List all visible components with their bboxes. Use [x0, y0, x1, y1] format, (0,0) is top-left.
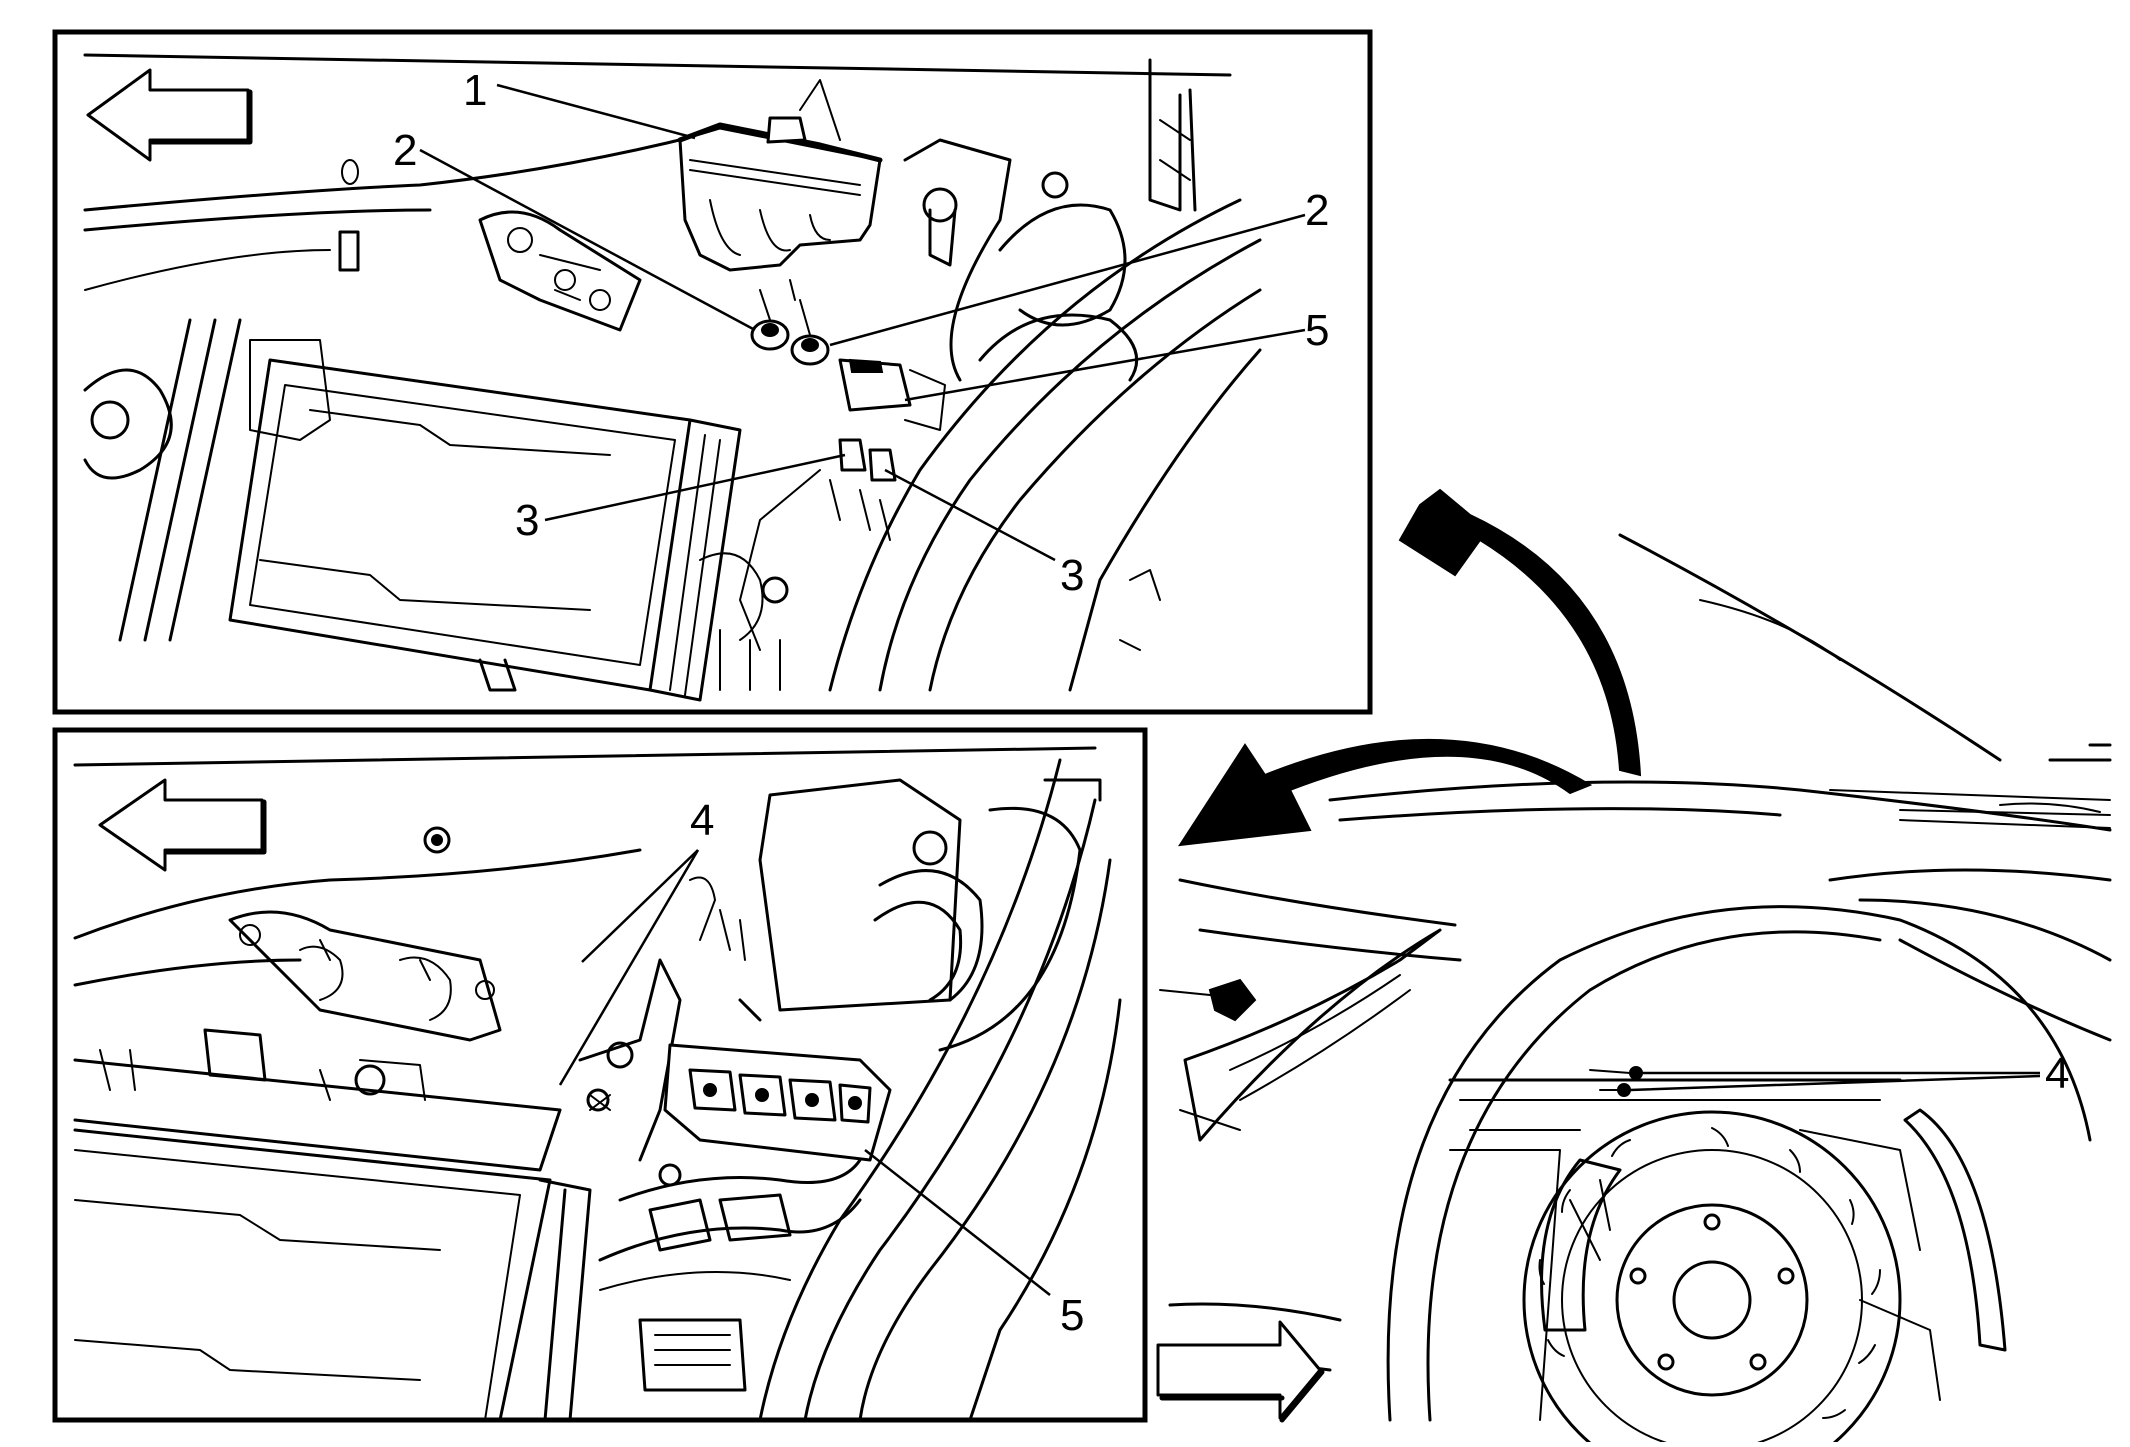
leader-top-3a [544, 453, 846, 522]
brake-rotor [1522, 1110, 1902, 1447]
brake-reservoir [998, 203, 1127, 327]
forward-direction-arrow-icon [1156, 1320, 1322, 1420]
wheel-arch [1386, 905, 2092, 1422]
fastener-icon [1208, 978, 1257, 1022]
fuse-relay-cluster [739, 279, 946, 651]
callout-2: 2 [393, 126, 417, 175]
leader-bottom-5 [864, 1149, 1051, 1296]
leader-top-1 [496, 83, 696, 140]
radiator-support [118, 318, 242, 642]
callout-4: 4 [2045, 1049, 2069, 1098]
hood-latch [228, 910, 502, 1042]
cowl-line [1328, 780, 2112, 832]
bottom-detail-panel: 4 5 [52, 727, 1148, 1423]
rotor-slots [1538, 1127, 1881, 1419]
forward-direction-arrow-icon [86, 68, 250, 162]
headlamp [1183, 928, 1442, 1142]
wheel-studs [1629, 1213, 1795, 1371]
top-detail-panel: 1 2 2 5 3 3 [52, 29, 1373, 715]
mounting-bracket [578, 958, 682, 1162]
forward-direction-arrow-icon [98, 778, 264, 872]
curved-zoom-arrow-icon [1178, 488, 1642, 847]
zoom-arrow-to-top-panel [1398, 488, 1642, 777]
callout-5: 5 [1060, 1291, 1084, 1340]
callout-3: 3 [515, 496, 539, 545]
leader-top-5 [904, 328, 1306, 402]
leader-top-2b [829, 213, 1306, 347]
splash-shield [1903, 1108, 2007, 1352]
callout-5: 5 [1305, 306, 1329, 355]
hood-line [1618, 533, 2002, 762]
fuse-block-cover [678, 126, 882, 272]
callout-3: 3 [1060, 551, 1084, 600]
zoom-arrow-to-bottom-panel [1178, 738, 1593, 847]
wheel-hub [1615, 1203, 1809, 1397]
callout-1: 1 [463, 66, 487, 115]
leader-top-3b [884, 468, 1056, 562]
harness-connector [638, 1318, 747, 1392]
fuse-block-base [663, 1043, 892, 1162]
callout-4: 4 [690, 796, 714, 845]
electrical-center [758, 778, 962, 1012]
leader-bottom-4 [558, 849, 700, 1086]
vehicle-overview [1159, 533, 2112, 1447]
leader-top-2a [419, 148, 756, 332]
hood-latch [478, 210, 642, 332]
callout-2: 2 [1305, 186, 1329, 235]
leader-wheel-4 [1629, 1071, 2041, 1092]
brake-caliper [1540, 1158, 1622, 1332]
